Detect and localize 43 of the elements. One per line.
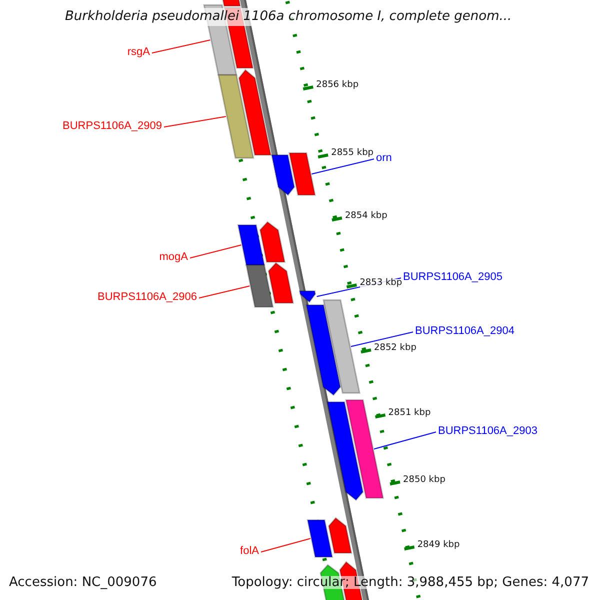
gene-block-pointed (238, 68, 272, 156)
leader-line (164, 116, 226, 128)
gene-label: orn (376, 153, 392, 164)
gene-label: BURPS1106A_2903 (438, 426, 538, 437)
gene-label: mogA (159, 252, 188, 263)
leader-line (311, 158, 374, 174)
gene-block-pointed (306, 304, 342, 396)
scale-label: 2855 kbp (331, 149, 374, 158)
scale-label: 2852 kbp (374, 344, 416, 353)
gene-block (245, 264, 274, 308)
gene-block-pointed (268, 262, 294, 304)
gene-label: BURPS1106A_2909 (62, 121, 162, 132)
scale-label: 2851 kbp (388, 409, 431, 418)
leader-line (152, 40, 211, 54)
accession-text: Accession: NC_009076 (9, 576, 157, 589)
gene-block (345, 399, 384, 499)
gene-block (237, 224, 266, 266)
scale-label: 2854 kbp (344, 212, 388, 221)
leader-line (190, 244, 242, 258)
leader-line (374, 432, 436, 450)
gene-block-pointed (298, 290, 316, 304)
gene-block (217, 74, 254, 159)
genome-info-text: Topology: circular; Length: 3,988,455 bp; Genes: 4,077 (232, 576, 589, 589)
gene-label: BURPS1106A_2904 (415, 326, 514, 337)
gene-block (306, 519, 334, 558)
scale-label: 2853 kbp (360, 279, 402, 288)
leader-line (260, 538, 311, 552)
scale-label: 2856 kbp (316, 81, 359, 90)
scale-label: 2850 kbp (403, 476, 446, 485)
gene-block-pointed (259, 221, 286, 263)
title: Burkholderia pseudomallei 1106a chromosome I, complete genom... (65, 10, 512, 23)
gene-block-pointed (328, 516, 352, 554)
gene-block-pointed (326, 401, 364, 502)
gene-label: BURPS1106A_2905 (403, 272, 502, 283)
gene-label: BURPS1106A_2906 (98, 292, 197, 303)
gene-label: rsgA (127, 47, 150, 58)
gene-block-pointed (270, 154, 296, 196)
leader-line (198, 286, 250, 298)
gene-block (288, 152, 316, 196)
scale-label: 2849 kbp (417, 541, 460, 550)
gene-block (322, 299, 361, 394)
gene-label: folA (240, 546, 259, 557)
leader-line (350, 332, 414, 347)
